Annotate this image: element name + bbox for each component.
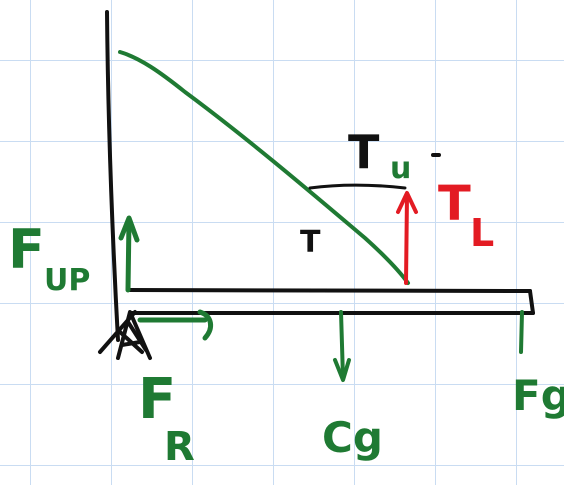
gravity-force-tick — [519, 310, 524, 354]
cable-line — [118, 50, 410, 285]
tension-top-label: T — [348, 125, 380, 179]
wall-line — [105, 10, 120, 342]
tension-component-subscript: L — [470, 211, 494, 255]
beam-top-edge — [126, 288, 532, 293]
tension-component-label: T — [438, 176, 471, 232]
pin-support-icon — [98, 310, 152, 360]
upward-force-arrow — [118, 215, 140, 293]
beam-right-edge — [528, 289, 535, 315]
tension-component-arrow — [396, 191, 418, 285]
tension-label: T — [300, 225, 321, 260]
tension-top-underline — [308, 183, 407, 190]
tension-top-subscript: u — [390, 151, 411, 186]
center-gravity-arrow — [333, 310, 351, 382]
upward-force-label: F — [8, 218, 45, 281]
friction-force-subscript: R — [164, 424, 195, 470]
friction-force-arrow — [137, 309, 214, 341]
upward-force-subscript: UP — [44, 263, 90, 298]
gravity-force-label: Fg — [512, 371, 564, 420]
center-gravity-label: Cg — [322, 413, 383, 462]
friction-force-label: F — [138, 367, 176, 432]
